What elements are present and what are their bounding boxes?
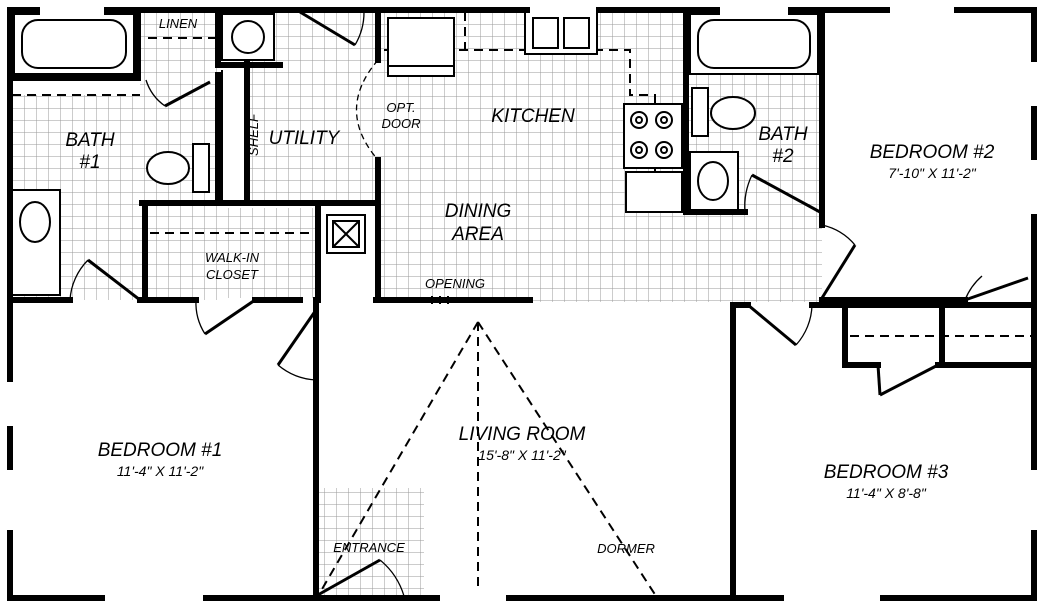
- bedroom1-label: BEDROOM #1: [98, 440, 223, 461]
- bath1-number: #1: [79, 152, 100, 173]
- bedroom3-label: BEDROOM #3: [824, 462, 949, 483]
- room-labels: BATH #1 LINEN SHELF UTILITY OPT. DOOR KI…: [65, 16, 994, 556]
- utility-label: UTILITY: [269, 128, 341, 149]
- dormer-lines: [317, 321, 657, 597]
- bath1-label: BATH: [65, 130, 115, 151]
- bedroom2-label: BEDROOM #2: [870, 142, 995, 163]
- dining-label: DINING: [445, 201, 512, 222]
- bath2-label: BATH: [758, 124, 808, 145]
- walkin-label-1: WALK-IN: [205, 250, 260, 265]
- bedroom1-dims: 11'-4" X 11'-2": [117, 463, 204, 479]
- toilet-icon: [146, 143, 210, 193]
- bedroom2-dims: 7'-10" X 11'-2": [888, 165, 976, 181]
- chase-icon: [326, 214, 366, 254]
- bathtub-2-icon: [689, 13, 819, 75]
- opt-door-label-1: OPT.: [386, 100, 415, 115]
- opt-door-label-2: DOOR: [382, 116, 421, 131]
- water-heater-icon: [221, 13, 275, 61]
- area-label: AREA: [451, 224, 504, 245]
- living-room-label: LIVING ROOM: [459, 424, 586, 445]
- bathtub-icon: [13, 13, 135, 75]
- sink-2-icon: [689, 151, 739, 211]
- shelf-label: SHELF: [246, 113, 261, 156]
- living-room-dims: 15'-8" X 11'-2": [478, 447, 566, 463]
- dormer-label: DORMER: [597, 541, 655, 556]
- walkin-label-2: CLOSET: [206, 267, 259, 282]
- kitchen-counters: [384, 11, 683, 213]
- closet-shelves: [12, 37, 1032, 337]
- entrance-label: ENTRANCE: [333, 540, 405, 555]
- doors: [69, 10, 1029, 598]
- bedroom3-dims: 11'-4" X 8'-8": [846, 485, 927, 501]
- kitchen-label: KITCHEN: [491, 106, 575, 127]
- interior-walls: [9, 7, 1037, 601]
- opening-label: OPENING: [425, 276, 485, 291]
- toilet-2-icon: [691, 87, 756, 137]
- range-icon: [623, 103, 683, 169]
- linen-label: LINEN: [159, 16, 198, 31]
- opening-marker: [431, 296, 449, 304]
- window-breaks: [4, 4, 1040, 604]
- sink-icon: [11, 189, 61, 296]
- bath2-number: #2: [772, 146, 794, 167]
